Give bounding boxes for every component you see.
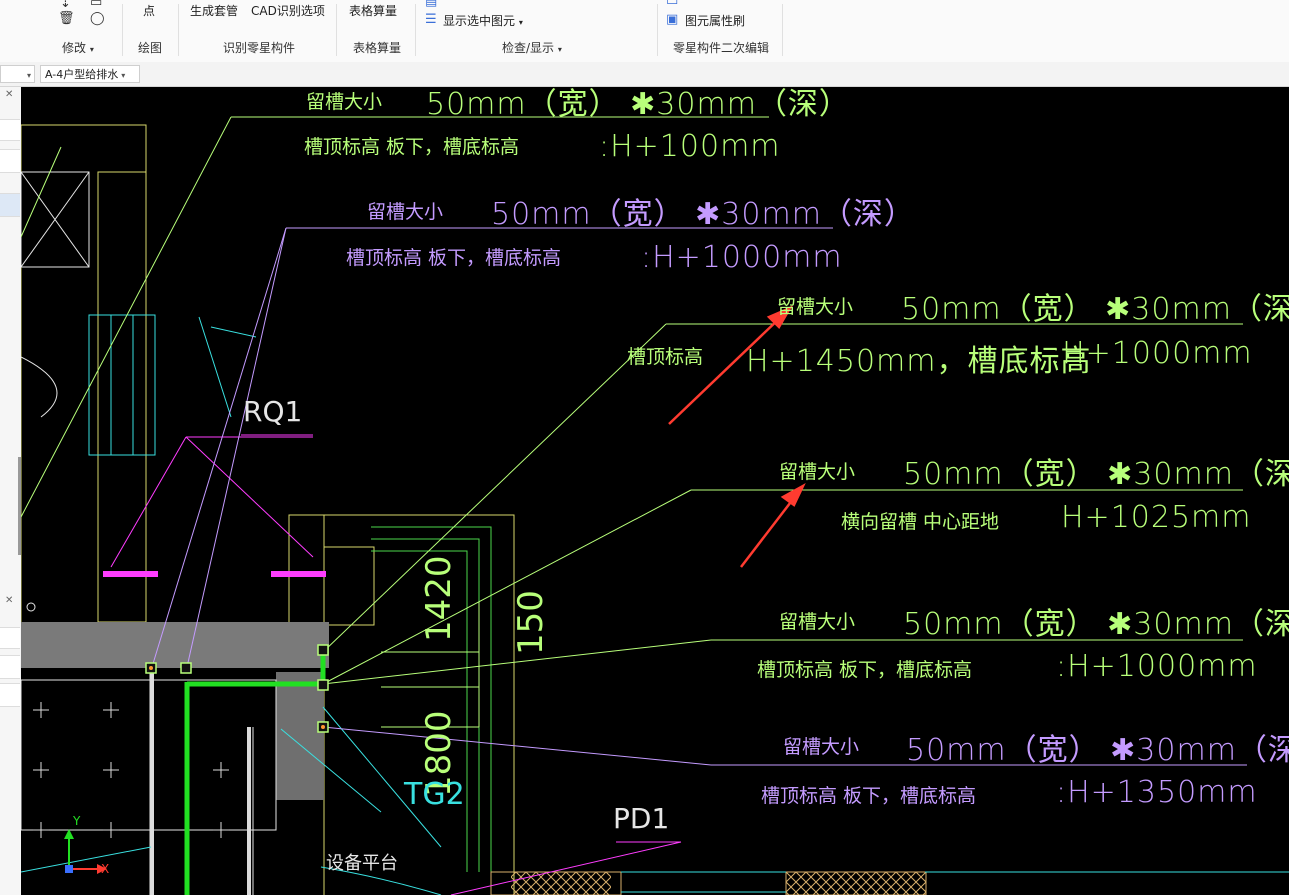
chevron-down-icon: ▾ — [27, 71, 32, 80]
slot-dims: 50mm（宽） ✱30mm（深） — [426, 87, 850, 122]
group-modify[interactable]: 修改 ▾ — [62, 41, 94, 55]
brush-icon: ▣ — [666, 12, 679, 27]
chevron-down-icon: ▾ — [121, 71, 126, 80]
panel-row[interactable] — [0, 655, 20, 679]
slot-dims: 50mm（宽） ✱30mm（深） — [901, 292, 1289, 327]
slot-elevation-label: 横向留槽 中心距地 — [841, 511, 1000, 533]
dimension-150: 150 — [511, 590, 551, 655]
panel-row[interactable] — [0, 627, 20, 649]
slot-size-label: 留槽大小 — [783, 736, 860, 758]
view-selector-bar: ▾ A-4户型给排水▾ — [0, 62, 1289, 87]
slot-size-label: 留槽大小 — [367, 201, 444, 223]
separator — [178, 4, 179, 56]
slot-size-label: 留槽大小 — [306, 91, 383, 113]
group-table: 表格算量 — [353, 41, 402, 55]
separator — [415, 4, 416, 56]
slot-elevation-value: :H+1000mm — [641, 240, 843, 275]
group-draw: 绘图 — [138, 41, 163, 55]
tg2-label: TG2 — [404, 777, 465, 812]
slot-elevation-label: 槽顶标高 板下，槽底标高 — [304, 136, 520, 158]
slot-elevation-label: 槽顶标高 板下，槽底标高 — [346, 247, 562, 269]
table-calc-button[interactable]: 表格算量 — [349, 4, 398, 18]
axis-y-label: Y — [73, 814, 81, 828]
group-check[interactable]: 检查/显示 ▾ — [502, 41, 562, 55]
display-selected-icon: ☰ — [425, 12, 437, 27]
generate-sleeve-button[interactable]: 生成套管 — [190, 4, 239, 18]
attribute-icon: ▭ — [666, 0, 679, 9]
panel-row[interactable] — [0, 119, 20, 141]
separator — [122, 4, 123, 56]
delete-icon[interactable]: 🗑 — [58, 11, 75, 26]
axis-x-label: X — [101, 862, 110, 876]
slot-size-label: 留槽大小 — [777, 296, 854, 318]
slot-elevation-value: H+1025mm — [1061, 500, 1252, 535]
ribbon-toolbar: ⇣ 🗑 ▭ ◯ 修改 ▾ 点 绘图 生成套管 CAD识别选项 识别零星构件 表格… — [0, 0, 1289, 63]
slot-dims: 50mm（宽） ✱30mm（深） — [906, 733, 1289, 768]
slot-elevation-mid: H+1450mm，槽底标高 — [746, 344, 1092, 379]
close-icon[interactable]: ✕ — [5, 595, 14, 606]
rq1-label: RQ1 — [243, 395, 303, 428]
display-selected-button[interactable]: 显示选中图元 ▾ — [443, 14, 523, 28]
sleeve-marker — [103, 571, 158, 577]
slot-dims: 50mm（宽） ✱30mm（深） — [903, 457, 1289, 492]
pd1-label: PD1 — [613, 802, 670, 835]
platform-label: 设备平台 — [326, 853, 398, 874]
separator — [782, 4, 783, 56]
dimension-1420: 1420 — [419, 555, 459, 642]
slot-dims: 50mm（宽） ✱30mm（深） — [491, 197, 915, 232]
slot-elevation-value: :H+1000mm — [1056, 649, 1258, 684]
slot-elevation-label: 槽顶标高 板下，槽底标高 — [757, 659, 973, 681]
slot-elevation-label: 槽顶标高 板下，槽底标高 — [761, 785, 977, 807]
separator — [336, 4, 337, 56]
slot-dims: 50mm（宽） ✱30mm（深） — [903, 607, 1289, 642]
sleeve-marker — [271, 571, 326, 577]
cad-identify-options-button[interactable]: CAD识别选项 — [251, 4, 325, 18]
separator — [657, 4, 658, 56]
attribute-brush-button[interactable]: 图元属性刷 — [685, 14, 746, 28]
slot-elevation-value: :H+100mm — [599, 129, 781, 164]
panel-row[interactable] — [0, 149, 20, 173]
arrow-down-icon[interactable]: ⇣ — [60, 0, 71, 11]
calc-icon: ▤ — [425, 0, 438, 9]
cad-geometry — [21, 116, 1289, 895]
group-secondary-edit: 零星构件二次编辑 — [673, 41, 770, 55]
slot-size-label: 留槽大小 — [779, 611, 856, 633]
panel-row[interactable] — [0, 683, 20, 707]
left-panel: ✕ ✕ — [0, 87, 22, 895]
floor-slab — [21, 622, 329, 668]
column — [276, 672, 324, 800]
slot-elevation-value: :H+1350mm — [1056, 775, 1258, 810]
panel-row-selected[interactable] — [0, 193, 20, 217]
slot-size-label: 留槽大小 — [779, 461, 856, 483]
point-button[interactable]: 点 — [143, 4, 156, 18]
close-icon[interactable]: ✕ — [5, 89, 14, 100]
rotate-icon[interactable]: ◯ — [90, 11, 105, 26]
group-identify: 识别零星构件 — [223, 41, 296, 55]
floor-combo[interactable]: ▾ — [0, 65, 35, 83]
cad-drawing-canvas[interactable]: 留槽大小 50mm（宽） ✱30mm（深） 槽顶标高 板下，槽底标高 :H+10… — [21, 87, 1289, 895]
scrollbar-thumb[interactable] — [18, 457, 21, 555]
slot-elevation-value: :H+1000mm — [1051, 336, 1253, 371]
slot-elevation-label: 槽顶标高 — [627, 346, 704, 368]
copy-icon[interactable]: ▭ — [90, 0, 103, 10]
drawing-combo[interactable]: A-4户型给排水▾ — [40, 65, 140, 83]
